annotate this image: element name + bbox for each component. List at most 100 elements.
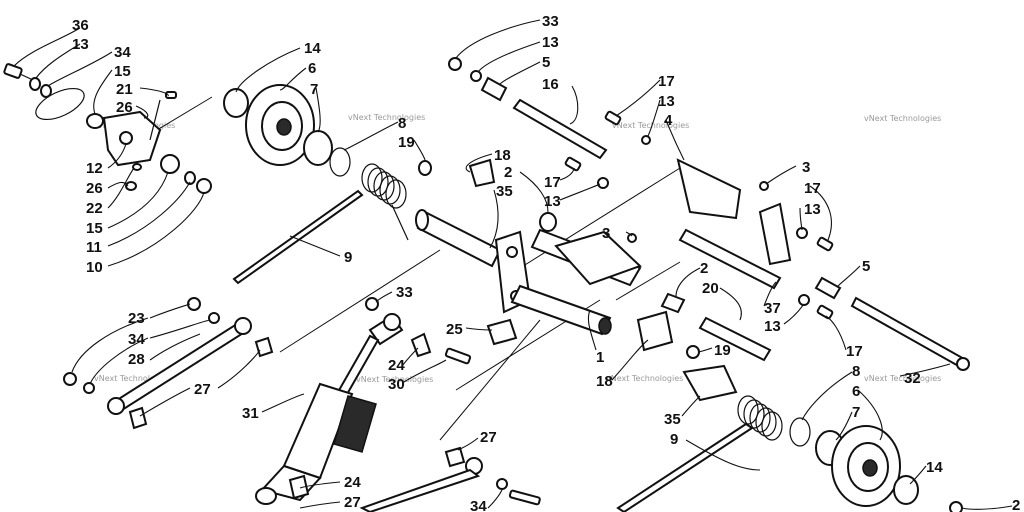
washer-19 <box>686 345 700 359</box>
callout-label: 8 <box>398 115 406 132</box>
callout-label: 26 <box>86 180 103 197</box>
callout-label: 18 <box>596 373 613 390</box>
washer-34 <box>40 84 52 98</box>
bolt-17 <box>604 110 622 126</box>
shaft-35 <box>682 364 738 402</box>
idler-wheel-axle <box>276 118 292 136</box>
bolt-21 <box>165 91 177 99</box>
sleeve-27 <box>128 406 148 430</box>
bolt-30 <box>444 347 472 365</box>
callout-label: 27 <box>480 429 497 446</box>
callout-label: 1 <box>596 349 604 366</box>
washer-26 <box>132 163 142 171</box>
callout-label: 13 <box>658 93 675 110</box>
callout-label: 11 <box>86 239 102 256</box>
nut-33 <box>365 297 379 311</box>
upper-left-bracket-group <box>3 63 212 194</box>
callout-label: 13 <box>764 318 781 335</box>
callout-label: 8 <box>852 363 860 380</box>
idler-wheel-axle <box>862 459 878 477</box>
bushing-5 <box>480 76 508 102</box>
washer-13 <box>470 70 482 82</box>
shock-reservoir <box>333 395 377 453</box>
bushing-15 <box>86 113 104 129</box>
callout-label: 17 <box>804 180 821 197</box>
watermark: vNext Technologies <box>864 374 941 383</box>
callout-label: 14 <box>926 459 943 476</box>
upper-rear-hardware <box>448 57 970 371</box>
callout-label: 31 <box>242 405 259 422</box>
callout-label: 17 <box>544 174 561 191</box>
callout-label: 3 <box>802 159 810 176</box>
link-rod-lower <box>359 468 481 512</box>
bushing-2 <box>949 501 963 512</box>
nut-23 <box>187 297 201 311</box>
callout-label: 17 <box>846 343 863 360</box>
spacer-18 <box>636 310 674 352</box>
shaft-20 <box>698 316 772 362</box>
callout-label: 16 <box>542 76 559 93</box>
washer-34 <box>496 478 508 490</box>
callout-label: 5 <box>862 258 870 275</box>
callout-label: 33 <box>542 13 559 30</box>
callout-label: 5 <box>542 54 550 71</box>
callout-label: 32 <box>904 370 921 387</box>
front-arm-assembly <box>415 158 642 336</box>
bolt-17 <box>816 236 834 252</box>
washer-19 <box>418 160 432 176</box>
cap-10 <box>196 178 212 194</box>
callout-label: 19 <box>714 342 731 359</box>
right-spring-and-wheel <box>616 310 963 512</box>
assembly-guide-lines <box>111 96 681 441</box>
snap-ring-8 <box>789 417 811 447</box>
callout-label: 34 <box>470 498 487 512</box>
left-torsion-spring <box>232 160 432 285</box>
callout-label: 4 <box>664 112 673 129</box>
callout-label: 36 <box>72 17 89 34</box>
bushing-5 <box>814 276 842 300</box>
spring-leg <box>391 204 409 241</box>
callout-label: 13 <box>72 36 89 53</box>
bolt-36 <box>3 63 23 79</box>
callout-label: 13 <box>804 201 821 218</box>
watermark: vNext Technologies <box>612 121 689 130</box>
callout-label: 9 <box>670 431 678 448</box>
spacer-18 <box>468 158 496 188</box>
callout-label: 34 <box>114 44 131 61</box>
shaft-37 <box>678 228 782 290</box>
washer-13 <box>29 77 41 91</box>
callout-label: 37 <box>764 300 781 317</box>
callout-label: 13 <box>542 34 559 51</box>
shaft-16 <box>512 98 608 160</box>
bolt-17 <box>564 156 582 172</box>
bushing-25 <box>486 318 518 346</box>
watermark: vNext Technologies <box>864 114 941 123</box>
callout-label: 2 <box>1012 497 1020 512</box>
cap-14 <box>223 88 249 118</box>
plate-15 <box>35 87 85 121</box>
watermark: vNext Technologies <box>94 374 171 383</box>
callout-label: 33 <box>396 284 413 301</box>
callout-label: 7 <box>310 81 318 98</box>
callout-label: 18 <box>494 147 511 164</box>
shaft-end <box>415 209 429 231</box>
bolt-3 <box>627 233 637 243</box>
bolt <box>508 489 541 506</box>
callout-label: 35 <box>664 411 681 428</box>
callout-label: 6 <box>852 383 860 400</box>
cap-14 <box>893 475 919 505</box>
callouts: 36 13 34 15 21 26 12 26 22 15 11 10 14 6… <box>72 13 1020 512</box>
callout-label: 2 <box>700 260 708 277</box>
sleeve-27 <box>254 336 274 358</box>
spring-coil <box>737 395 759 425</box>
callout-label: 24 <box>388 357 405 374</box>
callout-label: 20 <box>702 280 719 297</box>
bolt-17 <box>816 304 834 320</box>
upper-idler-wheel <box>223 84 351 177</box>
callout-label: 26 <box>116 99 133 116</box>
callout-label: 23 <box>128 310 145 327</box>
callout-label: 28 <box>128 351 145 368</box>
spring-arm-9 <box>232 189 364 285</box>
frame-brace <box>554 230 642 286</box>
